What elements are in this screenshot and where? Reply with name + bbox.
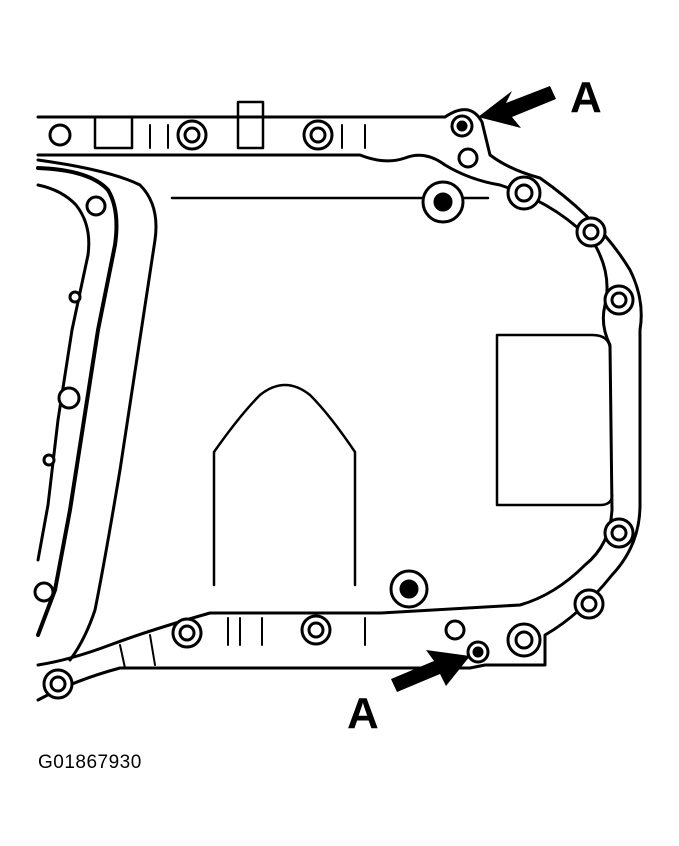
bolt-hole [575, 216, 607, 248]
bolt-hole [57, 386, 81, 410]
flange-outline [36, 108, 643, 702]
flange-inner-edge [36, 153, 614, 667]
drain-boss-lower [389, 569, 429, 609]
arrow-upper-icon [478, 86, 556, 128]
top-boss-right [236, 100, 265, 150]
bolt-holes [33, 119, 635, 700]
bolt-hole [171, 617, 203, 649]
bolt-hole [176, 119, 208, 151]
arrow-lower-icon [391, 650, 470, 692]
bottom-rib-5 [149, 634, 156, 666]
bolt-hole [603, 517, 635, 549]
bolt-hole [506, 622, 542, 658]
bolt-hole [457, 147, 479, 169]
bottom-rib-6 [119, 644, 126, 669]
cutaway-line-outer [36, 166, 119, 637]
cutaway-line-inner [36, 183, 91, 562]
locating-hole-upper [450, 114, 474, 138]
bolt-hole [48, 123, 72, 147]
bolt-hole [603, 284, 635, 316]
flange-left-edge [36, 158, 158, 662]
recessed-panel [495, 333, 614, 507]
figure-code: G01867930 [38, 752, 142, 773]
bolt-hole [42, 453, 56, 467]
bolt-hole [42, 668, 74, 700]
bolt-hole [68, 290, 82, 304]
callout-label-lower: A [347, 689, 379, 738]
bolt-hole [444, 619, 466, 641]
bolt-hole [506, 175, 542, 211]
bolt-hole [85, 195, 107, 217]
top-boss-left [93, 115, 134, 150]
bolt-hole [300, 614, 332, 646]
center-baffle [212, 383, 357, 587]
bolt-hole [573, 588, 605, 620]
locating-hole-lower [466, 640, 490, 664]
drain-boss-upper [421, 180, 465, 224]
callout-label-upper: A [570, 73, 602, 122]
bolt-hole [33, 581, 55, 603]
bolt-hole [302, 119, 334, 151]
